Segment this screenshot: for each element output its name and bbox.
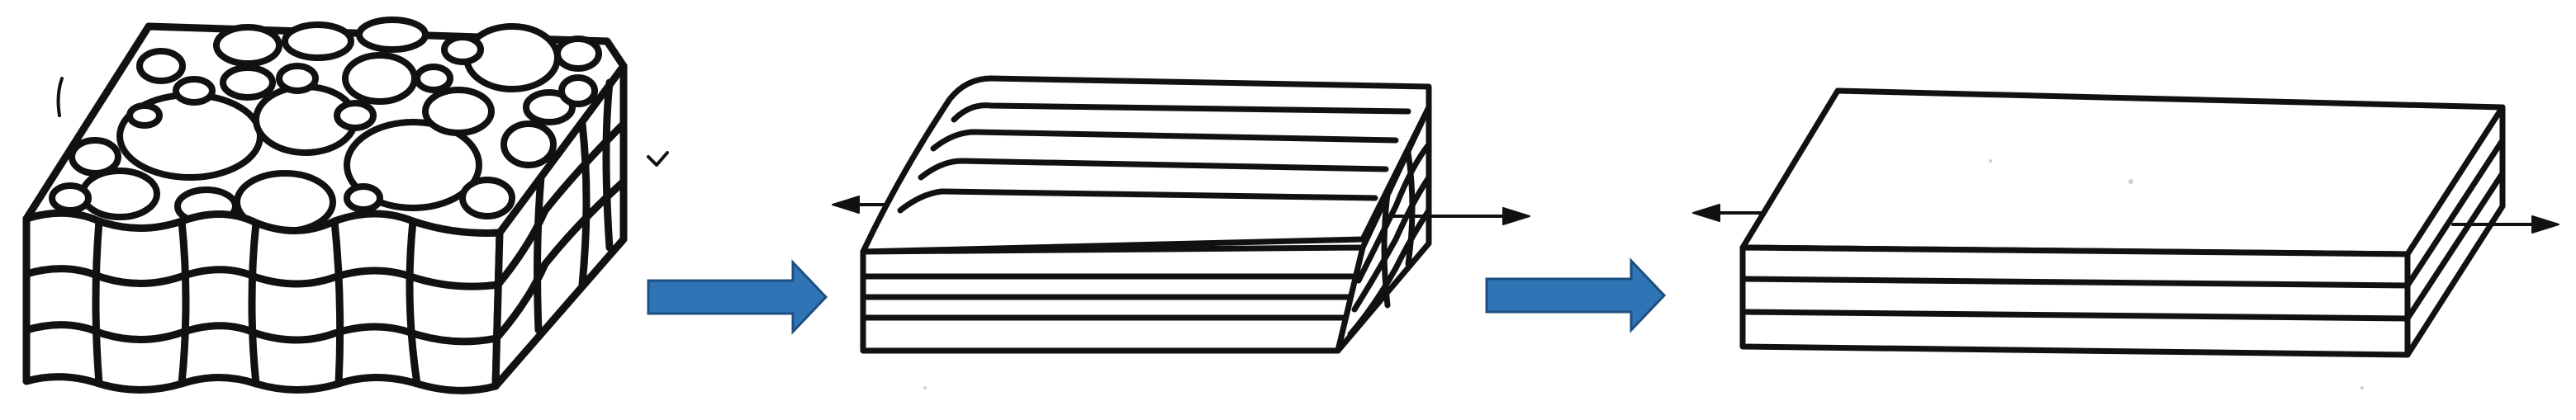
fibrous-ridge xyxy=(930,129,1399,152)
granular-block-wall xyxy=(92,217,103,388)
granular-block-right-wall xyxy=(602,78,614,252)
laminated-block-front-face xyxy=(1739,244,2411,358)
stretch-arrowhead-left xyxy=(832,196,860,214)
fibrous-ridge xyxy=(918,158,1389,181)
granular-block-wall xyxy=(178,217,190,388)
granular-block-right-line xyxy=(492,177,628,342)
stretch-arrowhead-right xyxy=(2531,215,2559,234)
transition-arrow-1 xyxy=(647,259,828,335)
laminated-block-top-face xyxy=(1739,87,2506,257)
stretch-arrowhead-right xyxy=(1502,207,1530,225)
laminated-block xyxy=(1692,87,2559,358)
fibrous-right-curve xyxy=(1355,141,1432,284)
fibrous-block xyxy=(832,75,1530,354)
paper-specks xyxy=(923,159,2364,389)
laminated-layer-line xyxy=(1739,276,2411,289)
fibrous-right-curve xyxy=(1351,174,1432,313)
granular-block-right-line xyxy=(494,120,628,289)
transition-arrow-2 xyxy=(1485,257,1667,333)
granular-block-right-wall xyxy=(534,173,545,334)
fibrous-right-wall xyxy=(1405,149,1416,267)
laminated-right-line xyxy=(2404,170,2506,322)
stray-mark xyxy=(647,151,669,167)
granular-block-right-wall xyxy=(578,120,591,289)
laminated-layer-line xyxy=(1739,309,2411,322)
granular-block-wall xyxy=(248,219,260,388)
fibrous-right-wall xyxy=(1381,191,1391,309)
grain-circles xyxy=(49,17,602,234)
granular-block-wall xyxy=(330,217,344,388)
granular-block-wall xyxy=(406,217,421,388)
fibrous-ridge xyxy=(897,188,1378,214)
stray-mark xyxy=(56,77,64,117)
laminated-right-line xyxy=(2404,137,2506,289)
stretch-arrowhead-left xyxy=(1692,204,1720,222)
fibrous-ridge xyxy=(951,102,1411,123)
granular-block xyxy=(22,17,669,394)
fibrous-right-curve xyxy=(1347,207,1432,337)
